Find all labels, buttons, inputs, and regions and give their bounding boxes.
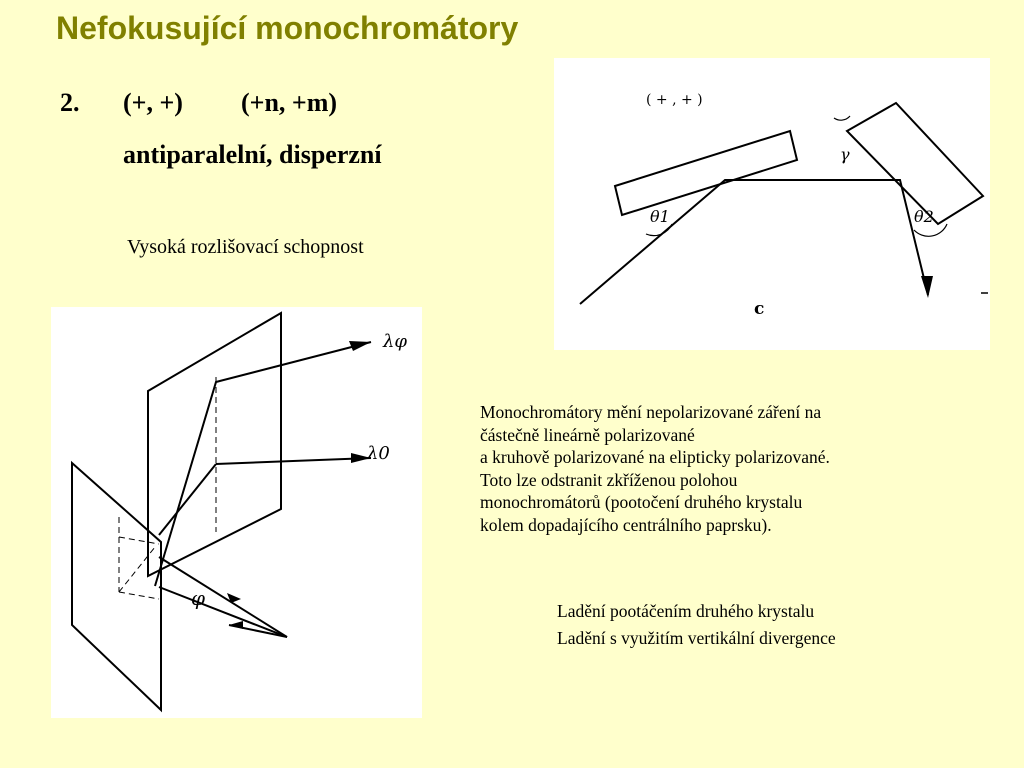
gamma-label: γ bbox=[840, 145, 850, 164]
lower-crystal-plane bbox=[71, 460, 162, 713]
phi-arrowhead-2 bbox=[229, 621, 243, 629]
first-crystal bbox=[613, 129, 799, 217]
c-label: c bbox=[754, 299, 764, 319]
slide-title: Nefokusující monochromátory bbox=[56, 10, 519, 46]
item-number: 2. bbox=[60, 88, 80, 117]
description-line: Monochromátory mění nepolarizované zářen… bbox=[480, 402, 822, 422]
beam-to-lambda-0 bbox=[215, 457, 372, 465]
description-line: a kruhově polarizované na elipticky pola… bbox=[480, 447, 830, 467]
second-crystal bbox=[845, 101, 985, 226]
description-line: Toto lze odstranit zkříženou polohou bbox=[480, 469, 738, 490]
polarization-description: Monochromátory mění nepolarizované zářen… bbox=[480, 401, 970, 536]
crossed-crystals-diagram: λφ λ0 φ bbox=[51, 307, 422, 718]
theta1-label: θ1 bbox=[650, 207, 670, 226]
theta2-label: θ2 bbox=[914, 207, 934, 226]
signs-label: ( + , + ) bbox=[646, 92, 703, 108]
beam-to-lambda-phi bbox=[154, 341, 372, 587]
phi-arrowhead-1 bbox=[227, 593, 241, 603]
theta1-arc bbox=[645, 223, 673, 237]
beam-arrowhead bbox=[921, 276, 933, 298]
tuning-methods: Ladění pootáčením druhého krystalu Laděn… bbox=[557, 598, 836, 652]
beam-path bbox=[579, 179, 929, 305]
configuration-subtitle: antiparalelní, disperzní bbox=[123, 140, 382, 169]
phi-label: φ bbox=[191, 586, 205, 610]
upper-crystal-plane bbox=[147, 311, 282, 578]
description-line: kolem dopadajícího centrálního paprsku). bbox=[480, 514, 772, 535]
description-line: částečně lineárně polarizované bbox=[480, 424, 695, 445]
lambda-0-arrowhead bbox=[351, 453, 371, 463]
theta2-arc bbox=[913, 223, 948, 237]
lambda-phi-arrowhead bbox=[349, 341, 371, 351]
crystal-geometry-diagram: ( + , + ) θ1 γ θ2 c bbox=[554, 58, 990, 350]
lambda-0-label: λ0 bbox=[366, 443, 390, 464]
tuning-line: Ladění s využitím vertikální divergence bbox=[557, 628, 836, 648]
sign-pair-1: (+, +) bbox=[123, 88, 183, 117]
sign-pair-2: (+n, +m) bbox=[241, 88, 338, 117]
lambda-phi-label: λφ bbox=[382, 331, 407, 352]
description-line: monochromátorů (pootočení druhého krysta… bbox=[480, 492, 803, 512]
gamma-arc bbox=[833, 115, 851, 121]
tuning-line: Ladění pootáčením druhého krystalu bbox=[557, 601, 815, 621]
resolution-note: Vysoká rozlišovací schopnost bbox=[127, 236, 364, 258]
